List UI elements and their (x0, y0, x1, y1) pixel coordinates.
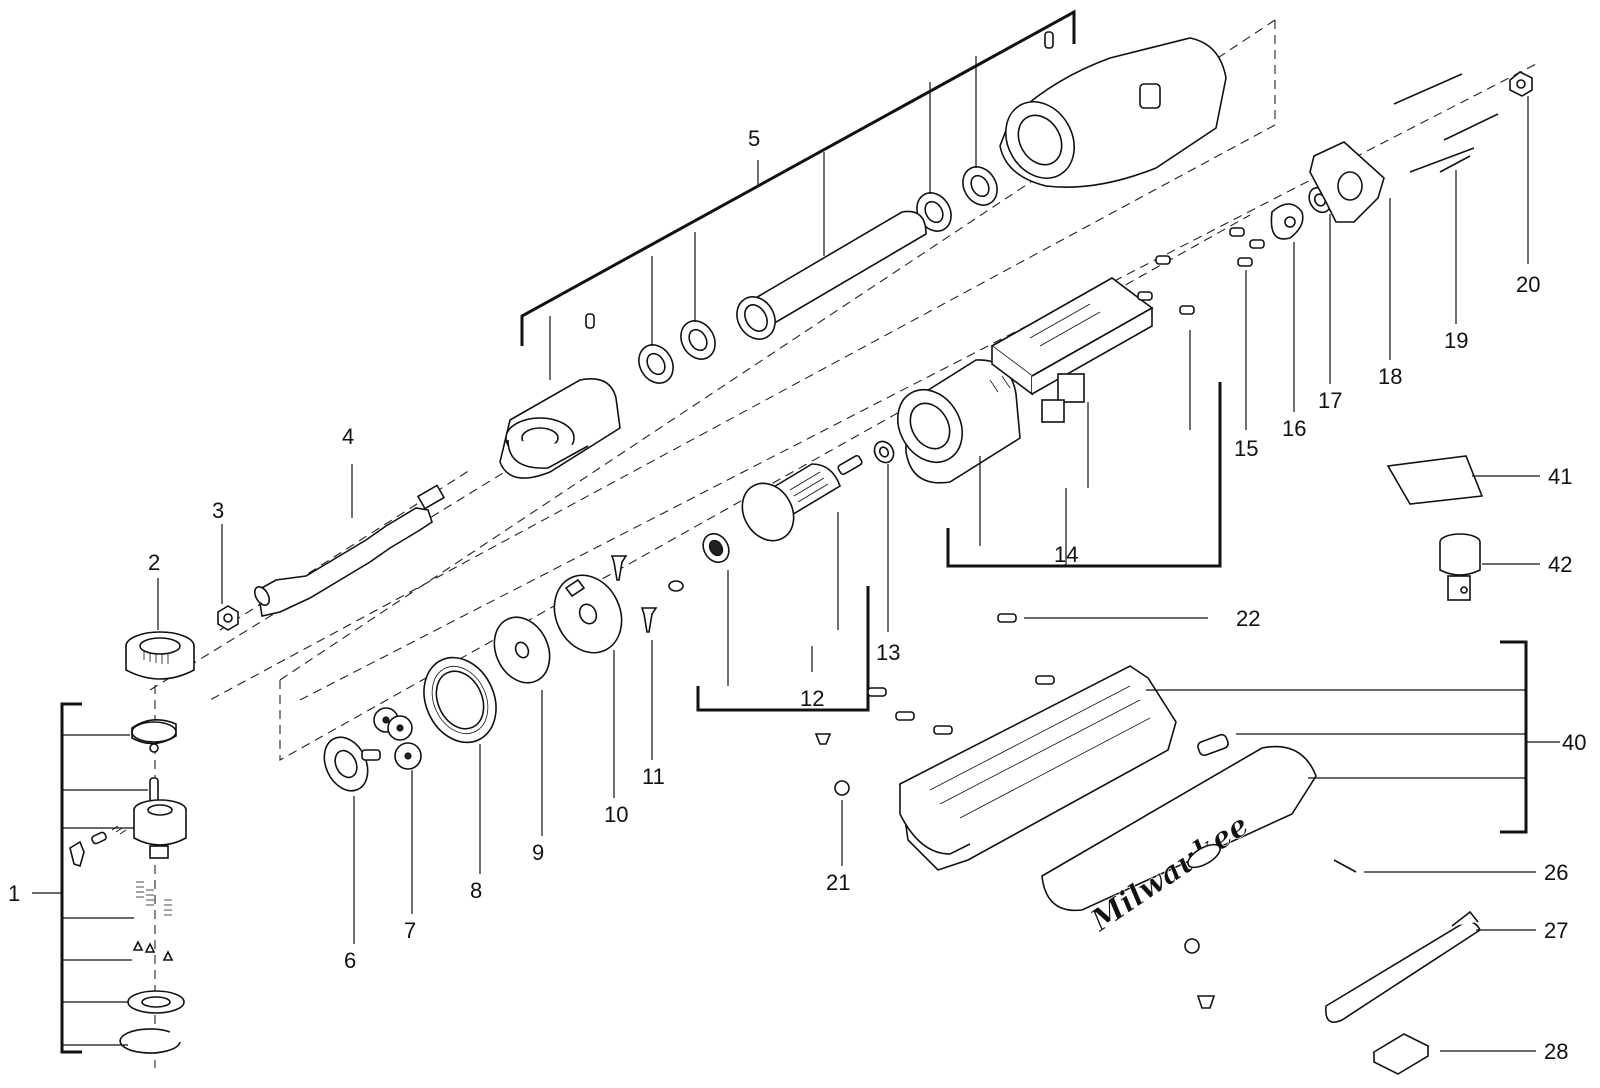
head-housing (499, 378, 621, 479)
callout-8: 8 (470, 878, 482, 903)
ring-gear (423, 656, 497, 744)
nut-20 (1509, 71, 1533, 97)
ratchet-ring (125, 631, 195, 680)
callout-15: 15 (1234, 436, 1258, 461)
screw-21 (834, 780, 850, 796)
screws-11 (610, 555, 684, 633)
callout-leaders-1 (32, 734, 148, 1046)
gear-case-plate (553, 574, 623, 654)
callout-9: 9 (532, 840, 544, 865)
nut-3 (217, 605, 239, 631)
housing-screws (814, 613, 1055, 745)
callout-22: 22 (1236, 606, 1260, 631)
callout-41: 41 (1548, 464, 1572, 489)
callout-2: 2 (148, 550, 160, 575)
callout-19: 19 (1444, 328, 1468, 353)
small-screws (1137, 227, 1265, 315)
callout-bracket-5 (520, 9, 1076, 346)
belt-clip-27 (1325, 910, 1482, 1023)
callout-20: 20 (1516, 272, 1540, 297)
stator-assembly (897, 359, 1023, 484)
electronics-board (990, 277, 1154, 423)
callout-17: 17 (1318, 388, 1342, 413)
latch-28 (1372, 1033, 1430, 1075)
callout-11: 11 (642, 764, 665, 789)
extension-tube (585, 210, 927, 340)
callout-27: 27 (1544, 918, 1568, 943)
callout-21: 21 (826, 870, 850, 895)
callout-14: 14 (1054, 542, 1078, 567)
vent-insert (1197, 733, 1229, 757)
callout-6: 6 (344, 948, 356, 973)
screws-bottom (1184, 938, 1216, 1009)
end-cap-18 (1309, 141, 1385, 223)
callout-42: 42 (1548, 552, 1572, 577)
callout-40: 40 (1562, 730, 1586, 755)
callout-bracket-1 (60, 702, 82, 1054)
armature (702, 454, 863, 564)
needle-bearings (638, 166, 998, 384)
callout-bracket-12 (696, 586, 870, 712)
callout-5: 5 (748, 126, 760, 151)
pin-26 (1333, 859, 1357, 873)
callout-28: 28 (1544, 1039, 1568, 1064)
bracket-plate-16 (1270, 203, 1304, 240)
callout-bracket-40 (1500, 640, 1528, 834)
callout-16: 16 (1282, 416, 1306, 441)
callout-12: 12 (800, 686, 824, 711)
planet-gears (373, 707, 422, 770)
drive-shaft (253, 484, 446, 617)
callout-10: 10 (604, 802, 628, 827)
callout-7: 7 (404, 918, 416, 943)
callout-3: 3 (212, 498, 224, 523)
motor-housing-front (999, 31, 1227, 188)
long-screws-19 (1393, 73, 1499, 173)
socket-adapter-42 (1439, 533, 1481, 601)
callout-4: 4 (342, 424, 354, 449)
ratchet-head-parts (69, 719, 187, 1054)
planet-carrier (323, 736, 381, 792)
callout-18: 18 (1378, 364, 1402, 389)
left-housing-half (899, 665, 1177, 871)
callout-26: 26 (1544, 860, 1568, 885)
bearing-13 (873, 440, 895, 464)
callout-leaders-5 (549, 56, 977, 380)
label-41 (1386, 455, 1484, 505)
washer-9 (493, 616, 551, 684)
callout-13: 13 (876, 640, 900, 665)
callout-bracket-14 (946, 382, 1222, 568)
callout-1: 1 (8, 881, 20, 906)
